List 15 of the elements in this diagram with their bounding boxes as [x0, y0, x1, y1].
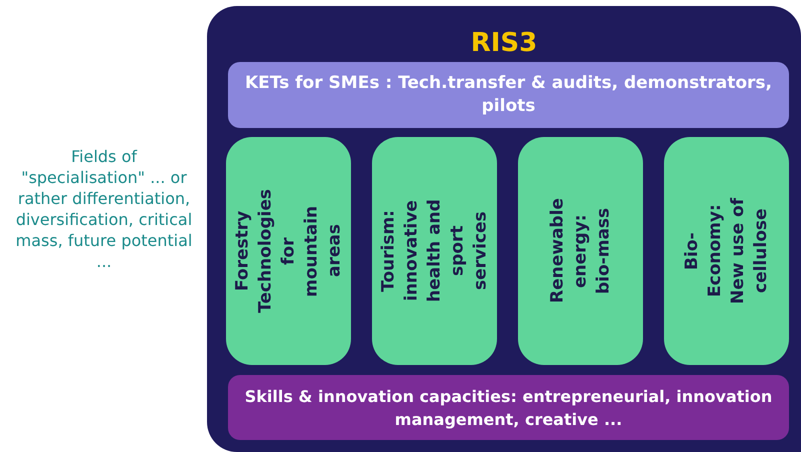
banner-card: [228, 375, 789, 440]
card-text: Renewable energy: bio-mass: [546, 198, 614, 306]
outer-panel: [207, 6, 801, 452]
side-note: Fields of "specialisation" ... or rather differentiation, diversification, critical mass, future potential ...: [14, 146, 194, 272]
field-card: [372, 137, 497, 365]
field-card: [518, 137, 643, 365]
card-text: Forestry Technologies for mountain areas: [231, 189, 345, 313]
panel-title: RIS3: [470, 28, 538, 58]
card-text: Tourism: innovative health and sport services: [377, 198, 491, 304]
card-text: KETs for SMEs : Tech.transfer & audits, demonstrators, pilots: [244, 72, 773, 118]
card-text: Skills & innovation capacities: entrepreneurial, innovation management, creative ...: [244, 386, 774, 430]
field-card: [226, 137, 351, 365]
field-card: [664, 137, 789, 365]
card-text: Bio-Economy: New use of cellulose: [680, 196, 772, 306]
banner-card: [228, 62, 789, 128]
